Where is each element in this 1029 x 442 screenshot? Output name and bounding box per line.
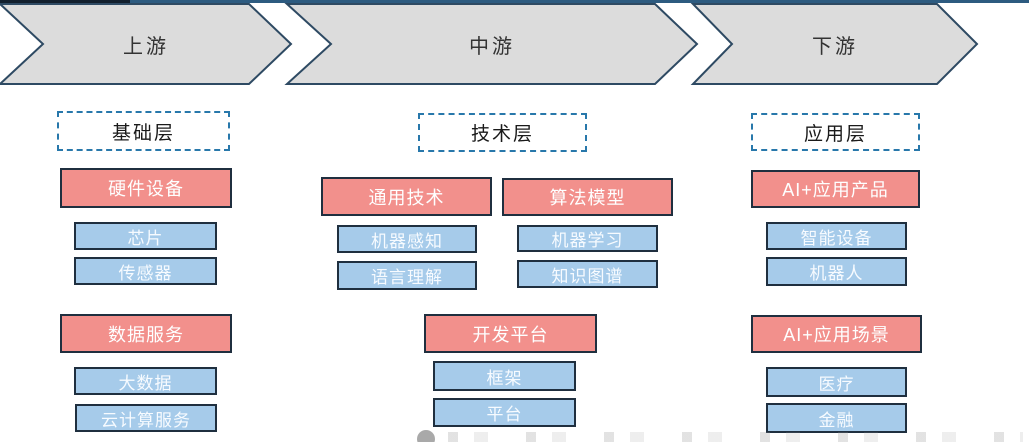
item-knowledge-graph: 知识图谱 (517, 260, 658, 288)
group-header-data-services: 数据服务 (60, 314, 232, 353)
item-smart-devices: 智能设备 (766, 222, 907, 250)
stage-arrow-downstream (690, 3, 979, 85)
stage-arrow-upstream (0, 3, 293, 85)
group-header-ai-application-scenarios: AI+应用场景 (751, 315, 922, 353)
layer-label-foundation: 基础层 (57, 111, 230, 151)
stage-label-downstream: 下游 (812, 35, 858, 58)
item-robots: 机器人 (766, 257, 907, 286)
item-platform: 平台 (433, 398, 576, 427)
layer-label-application: 应用层 (751, 113, 920, 151)
layer-label-technology: 技术层 (418, 113, 587, 152)
item-machine-perception: 机器感知 (337, 225, 477, 253)
group-header-hardware-equipment: 硬件设备 (60, 168, 232, 208)
item-framework: 框架 (433, 361, 576, 391)
top-border-line (0, 0, 1029, 3)
group-header-ai-application-products: AI+应用产品 (751, 170, 920, 208)
item-big-data: 大数据 (74, 367, 217, 395)
group-header-development-platform: 开发平台 (424, 314, 597, 353)
flow-chevrons (0, 3, 979, 85)
watermark-text-remnant (448, 432, 1023, 442)
item-language-understanding: 语言理解 (337, 261, 477, 290)
group-header-general-technology: 通用技术 (321, 177, 492, 216)
stage-label-midstream: 中游 (469, 35, 515, 58)
stage-label-upstream: 上游 (123, 35, 169, 58)
item-healthcare: 医疗 (766, 367, 907, 397)
group-header-algorithm-models: 算法模型 (502, 178, 673, 216)
item-cloud-computing: 云计算服务 (75, 404, 217, 432)
stage-arrow-midstream (284, 3, 699, 85)
item-sensor: 传感器 (74, 257, 217, 285)
top-dark-bar (0, 0, 130, 5)
item-finance: 金融 (766, 403, 907, 433)
item-chip: 芯片 (74, 222, 217, 250)
watermark-circle-logo-icon (417, 430, 435, 442)
item-machine-learning: 机器学习 (517, 225, 658, 252)
